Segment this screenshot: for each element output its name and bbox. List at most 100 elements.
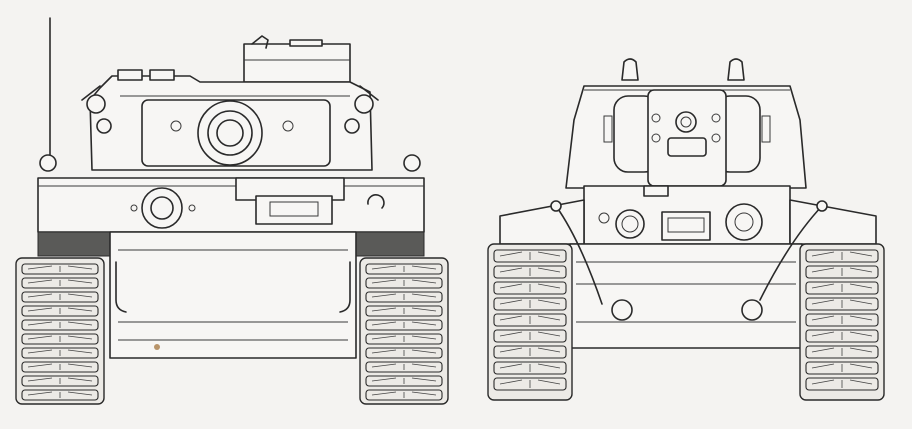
track-link-detail [371,349,437,356]
left-tank-front-view [15,17,449,405]
track-link-detail [27,377,93,384]
track-link-detail [371,363,437,370]
track-link [365,347,443,359]
track-link [805,361,879,375]
track-link [493,281,567,295]
track-link [493,361,567,375]
right-tow-hook-right [741,299,763,321]
left-turret [81,69,379,171]
track-link [493,249,567,263]
track-link [493,345,567,359]
right-fender-left [499,199,585,245]
track-link-detail [371,391,437,398]
track-link [805,265,879,279]
track-link [21,333,99,345]
track-link-detail [499,299,561,308]
track-link-detail [371,265,437,272]
track-link [493,329,567,343]
track-link-detail [27,335,93,342]
track-link-detail [811,267,873,276]
track-link-detail [499,363,561,372]
right-tank-front-view [487,58,885,401]
track-link-detail [811,331,873,340]
track-link [493,265,567,279]
track-link-detail [371,335,437,342]
track-link [365,263,443,275]
left-track-right [359,257,449,405]
right-driver-visor [725,203,763,241]
track-link [21,277,99,289]
track-link-detail [811,363,873,372]
left-mudguard-l [37,231,121,257]
track-link [805,345,879,359]
track-link [805,249,879,263]
right-fender-right [789,199,877,245]
left-lower-hull [109,231,357,359]
track-link-detail [811,251,873,260]
track-link [493,377,567,391]
left-headlight-right [403,154,421,172]
track-link [805,281,879,295]
track-link [365,277,443,289]
track-link-detail [371,293,437,300]
track-link [805,297,879,311]
track-link-detail [27,363,93,370]
track-link-detail [27,293,93,300]
track-link [21,347,99,359]
right-tow-hook-left [611,299,633,321]
track-link-detail [499,251,561,260]
track-link [365,389,443,401]
track-link-detail [811,379,873,388]
track-link-detail [371,307,437,314]
track-link-detail [27,307,93,314]
track-link-detail [499,315,561,324]
track-link-detail [27,321,93,328]
right-tow-cable-left [555,205,603,305]
track-link-detail [371,279,437,286]
track-link [21,389,99,401]
right-lifting-lug-right [727,58,745,81]
track-link-pattern [21,249,879,401]
track-link-detail [811,283,873,292]
track-link-detail [499,347,561,356]
track-link-detail [499,283,561,292]
track-link [365,291,443,303]
track-link [21,263,99,275]
track-link-detail [811,347,873,356]
track-link-detail [27,265,93,272]
left-cupola [243,35,351,83]
track-link [365,319,443,331]
right-lifting-lug-left [621,58,639,81]
track-link-detail [27,391,93,398]
left-tow-hook [367,194,385,209]
track-link-detail [371,377,437,384]
track-link [365,375,443,387]
right-lower-hull [550,200,828,349]
left-headlight-left [39,154,57,172]
track-link [805,313,879,327]
left-upper-hull [37,177,425,233]
track-link-detail [811,299,873,308]
right-turret [565,85,807,189]
track-link [365,305,443,317]
track-link [21,305,99,317]
track-link [493,297,567,311]
track-link-detail [27,279,93,286]
track-link-detail [27,349,93,356]
track-link [21,291,99,303]
right-upper-hull [583,185,791,245]
track-link [21,319,99,331]
left-track-left [15,257,105,405]
track-link [805,329,879,343]
track-link-detail [499,267,561,276]
track-link [493,313,567,327]
left-mudguard-r [345,231,425,257]
right-tow-cable-right [759,205,823,301]
track-link [365,333,443,345]
track-link-detail [499,379,561,388]
track-link [365,361,443,373]
track-link [21,361,99,373]
track-link-detail [371,321,437,328]
